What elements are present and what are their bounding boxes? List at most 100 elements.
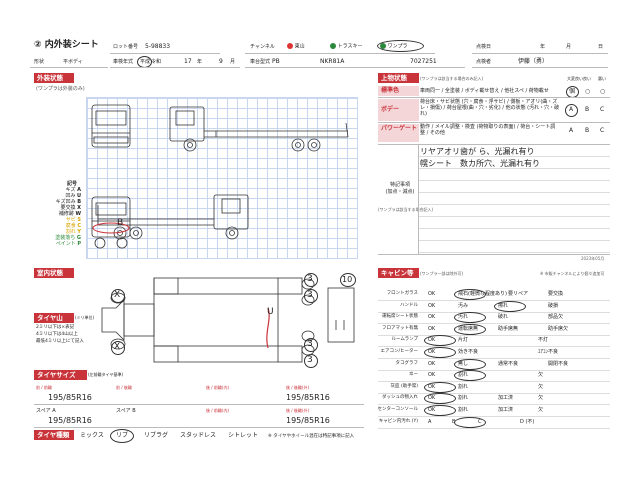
date-year: 年 — [540, 44, 546, 50]
upper-row-label-2: パワーゲート — [378, 124, 419, 142]
upper-grade-0-1[interactable]: ○ — [585, 88, 591, 95]
tire-type-footer: ※ タイヤやホイール混在は特記事項に記入 — [268, 434, 355, 439]
shape-label: 形状 — [34, 59, 45, 65]
channel-trasky[interactable]: トラスキー — [330, 43, 363, 50]
interior-circle-3-a — [304, 273, 318, 287]
date-day: 日 — [598, 44, 604, 50]
date-month: 月 — [566, 44, 572, 50]
model-value: NKR81A — [320, 58, 345, 65]
upper-grade-1-2[interactable]: C — [600, 106, 605, 113]
cabin-selection-circle — [454, 289, 486, 300]
cabin-option[interactable]: 割れ — [458, 395, 469, 402]
tire-note-1: 2ミリ以下は×表記 — [36, 325, 75, 330]
cabin-option[interactable]: OK — [428, 372, 436, 379]
cabin-option[interactable]: D (不) — [520, 418, 535, 425]
cabin-selection-circle — [454, 370, 486, 382]
code-number: 2023年05月 — [581, 256, 605, 261]
cabin-option[interactable]: ｴｱｺﾝ不良 — [538, 349, 559, 355]
upper-grade-circle-1 — [565, 104, 578, 117]
cabin-selection-circle — [494, 300, 526, 312]
cabin-option[interactable]: 破れ — [498, 314, 509, 321]
cabin-option[interactable]: 割れ — [458, 383, 469, 390]
cabin-option[interactable]: 割れ — [458, 407, 469, 413]
cabin-selection-circle — [424, 335, 456, 347]
remark-line-1: リヤアオリ歯が ら、光漏れ有り — [420, 147, 535, 156]
upper-grade-2-2[interactable]: C — [600, 127, 605, 134]
cabin-note: (ワンプラ一部は除外可) — [420, 271, 464, 276]
tire-type-selected-circle — [110, 429, 134, 443]
cabin-selection-circle — [454, 358, 486, 370]
cabin-selection-circle — [424, 393, 456, 405]
cabin-row-divider — [378, 323, 610, 325]
cabin-option[interactable]: 加工済 — [498, 407, 514, 413]
tire-size-note: (左前輪タイヤ基準) — [88, 372, 124, 377]
cabin-option[interactable]: 破損 — [548, 302, 559, 309]
cabin-option[interactable]: 欠 — [538, 407, 544, 413]
cabin-heading: キャビン等 — [378, 268, 419, 278]
tire-size-heading: タイヤサイズ — [34, 370, 87, 380]
cabin-option[interactable]: 不灯 — [538, 337, 549, 344]
upper-row-label-1: ボデー — [378, 99, 419, 121]
cabin-option[interactable]: 開閉不良 — [548, 360, 569, 367]
channel-tohzan[interactable]: 東山 — [287, 43, 305, 50]
era-reiwa[interactable]: 令和 — [151, 59, 162, 65]
tire-type-sitret[interactable]: シトレット — [228, 432, 259, 439]
cabin-option[interactable]: 片灯 — [458, 337, 469, 344]
upper-grade-2-0[interactable]: A — [569, 127, 574, 134]
lot-number: 5-98833 — [145, 43, 171, 50]
cabin-option[interactable]: 要リペア — [508, 291, 529, 297]
tire-type-studless[interactable]: スタッドレス — [180, 432, 217, 439]
interior-mark-u: U — [267, 307, 274, 317]
channel-selected-circle — [377, 40, 424, 52]
cabin-option[interactable]: OK — [428, 360, 436, 367]
spare-a-label: スペア A — [36, 408, 56, 414]
cabin-row-divider — [378, 404, 610, 406]
tire-size-spare-a: 195/85R16 — [48, 416, 92, 425]
cabin-option[interactable]: 汚み — [458, 302, 469, 309]
cabin-option[interactable]: 要交換 — [548, 291, 564, 297]
cabin-row-label: ハンドル — [400, 302, 418, 308]
cabin-option[interactable]: 助手席無 — [498, 325, 519, 332]
cabin-row-label: フロントガラス — [386, 291, 418, 296]
legend-title: 記号 — [67, 181, 78, 187]
year-value: 17 — [184, 58, 192, 65]
inspector-name: 伊藤（勇） — [518, 58, 549, 65]
tire-type-riblug[interactable]: リブラグ — [144, 432, 169, 439]
cabin-option[interactable]: 欠 — [538, 383, 544, 390]
cabin-option[interactable]: 部品欠 — [548, 314, 564, 321]
cabin-row-divider — [378, 381, 610, 383]
cabin-option[interactable]: 加工済 — [498, 395, 514, 402]
cabin-option[interactable]: 通常不良 — [498, 360, 519, 367]
cabin-selection-circle — [424, 381, 456, 393]
tire-col-2b: 後 / 前輪(内) — [206, 408, 230, 413]
interior-circle-10 — [340, 273, 356, 287]
tire-type-mix[interactable]: ミックス — [80, 432, 104, 439]
cabin-option[interactable]: 欠 — [538, 372, 544, 379]
tire-size-front-front: 195/85R16 — [48, 393, 92, 402]
cabin-selection-circle — [454, 323, 486, 335]
upper-grade-0-2[interactable]: ○ — [600, 88, 606, 95]
cabin-option[interactable]: 欠 — [538, 395, 544, 402]
cabin-selection-circle — [424, 347, 456, 358]
cabin-option[interactable]: 効き不良 — [458, 349, 479, 355]
cabin-row-label: ルームランプ — [391, 337, 418, 343]
model-label: 車台型式 — [250, 59, 271, 65]
cabin-option[interactable]: A — [428, 418, 432, 425]
cabin-row-label: センターコンソール — [377, 407, 419, 412]
cabin-option[interactable]: 助手席欠 — [548, 325, 569, 332]
tire-col-3: 後 / 後輪(外) — [286, 385, 310, 390]
upper-grade-1-1[interactable]: B — [585, 106, 590, 113]
cabin-option[interactable]: OK — [428, 314, 436, 321]
cabin-option[interactable]: B — [452, 418, 456, 425]
interior-circle-x-front — [111, 289, 125, 303]
exterior-note: (ワンプラは外装のみ) — [36, 86, 85, 92]
cabin-option[interactable]: OK — [428, 291, 436, 297]
upper-grade-2-1[interactable]: B — [585, 127, 590, 134]
interior-circle-3-d — [304, 354, 318, 368]
cabin-option[interactable]: OK — [428, 325, 436, 332]
cabin-option[interactable]: OK — [428, 302, 436, 309]
upper-row-text-2: 動作 / メイル調整・検査 (荷物取りの表面) / 荷台・シート調整 / その他 — [420, 124, 556, 136]
cabin-row-divider — [378, 346, 610, 348]
check-date-label: 点検日 — [476, 44, 492, 50]
grade-header-1: 大変良い — [567, 76, 583, 81]
